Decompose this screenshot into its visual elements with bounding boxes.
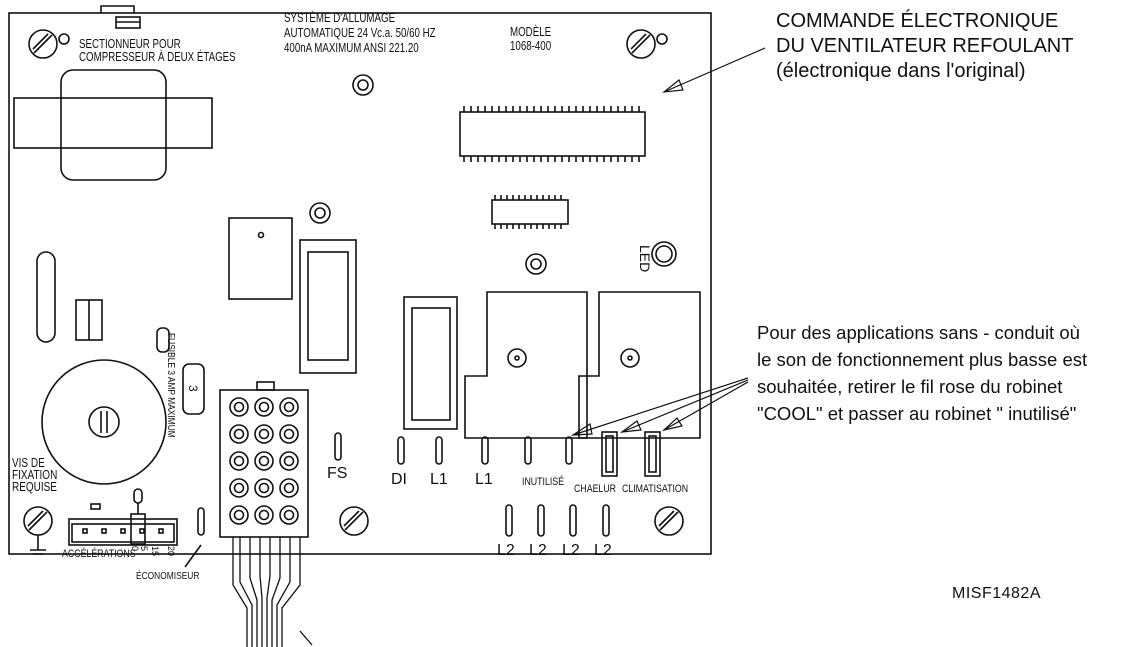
accel-step-5: 5 (139, 546, 149, 551)
note-line-3: souhaitée, retirer le fil rose du robine… (757, 376, 1063, 397)
small-block (75, 299, 103, 341)
di-label: DI (391, 471, 407, 488)
fuse-label: FUSIBLE 3 AMP MAXIMUM (165, 333, 177, 438)
vertical-component (36, 251, 56, 343)
potentiometer (41, 359, 167, 485)
acceleration-jumper-header (68, 488, 178, 546)
callout-title-line-3: (électronique dans l'original) (776, 60, 1026, 82)
harness-wires (232, 537, 313, 647)
transformer (13, 69, 213, 181)
small-pill (156, 327, 170, 353)
note-line-1: Pour des applications sans - conduit où (757, 322, 1080, 343)
capacitor-block (228, 217, 293, 300)
screw-bottom-middle (339, 506, 369, 536)
screw-bottom-left (23, 506, 53, 555)
callout-title-line-2: DU VENTILATEUR REFOULANT (776, 35, 1074, 57)
l1-label-2: L1 (475, 471, 493, 488)
mounting-holes (309, 74, 677, 275)
screw-top-left (28, 29, 70, 59)
accel-step-15: 15 (150, 546, 160, 556)
cool-label: CLIMATISATION (622, 483, 688, 495)
secondary-chip (491, 195, 569, 229)
relay-cool (578, 291, 701, 439)
acceleration-label: ACCÉLÉRATIONS (62, 548, 136, 560)
board-outline (8, 12, 712, 555)
unused-label: INUTILISÉ (522, 476, 564, 488)
fuse-value: 3 (186, 385, 200, 392)
screw-top-right (626, 29, 668, 59)
callout-title-line-1: COMMANDE ÉLECTRONIQUE (776, 10, 1059, 32)
ductless-note-callout: Pour des applications sans - conduit où … (757, 319, 1087, 427)
l2-label-4: L2 (594, 542, 612, 559)
fan-control-callout: COMMANDE ÉLECTRONIQUE DU VENTILATEUR REF… (776, 9, 1073, 84)
fs-label: FS (327, 465, 347, 482)
note-line-4: "COOL" et passer au robinet " inutilisé" (757, 403, 1077, 424)
wire-harness-connector (219, 381, 309, 538)
cool-terminal (644, 431, 661, 477)
microcontroller-chip (459, 106, 646, 162)
relay-mid (403, 296, 458, 430)
note-line-2: le son de fonctionnement plus basse est (757, 349, 1088, 370)
relay-left (299, 239, 357, 374)
l2-label-1: L2 (497, 542, 515, 559)
callout-arrows (570, 47, 766, 436)
led-label: LED (637, 245, 653, 272)
economizer-pin (197, 507, 205, 536)
l2-label-3: L2 (562, 542, 580, 559)
screw-bottom-right (654, 506, 684, 536)
terminal-pins (334, 432, 610, 537)
accel-step-0: 0 (130, 546, 140, 551)
heat-terminal (601, 431, 618, 477)
l1-label-1: L1 (430, 471, 448, 488)
heat-label: CHAELUR (574, 483, 616, 495)
small-smd (90, 503, 101, 510)
relay-heat (464, 291, 588, 439)
fuse (182, 363, 205, 415)
accel-step-20: 20 (166, 546, 176, 556)
reference-code: MISF1482A (952, 585, 1041, 602)
l2-label-2: L2 (529, 542, 547, 559)
top-tab (100, 5, 135, 13)
economizer-label: ÉCONOMISEUR (136, 570, 200, 582)
